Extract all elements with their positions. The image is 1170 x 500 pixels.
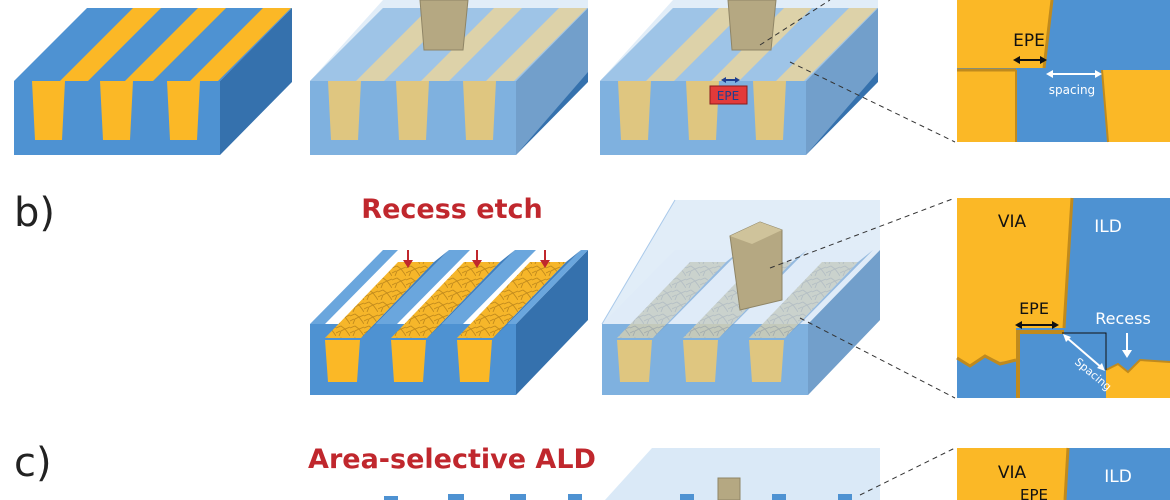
inset-c-via-label: VIA: [998, 463, 1027, 483]
leader-lines-b: [769, 197, 956, 399]
block-a3: EPE: [600, 0, 878, 155]
inset-c-epe-label: EPE: [1020, 486, 1048, 500]
epe-marker-label: EPE: [717, 89, 739, 103]
title-area-selective-ald: Area-selective ALD: [308, 444, 596, 475]
inset-a: EPE spacing: [957, 0, 1170, 143]
block-c2-partial: [605, 448, 880, 500]
leader-lines-a: [759, 0, 956, 143]
panel-label-c: c): [14, 440, 52, 486]
inset-b-ild-label: ILD: [1094, 217, 1122, 237]
panel-label-b: b): [14, 190, 55, 236]
block-c1-partial: [384, 494, 582, 500]
block-a1: [14, 8, 292, 155]
block-b2: [601, 199, 880, 395]
inset-a-spacing-label: spacing: [1049, 83, 1095, 97]
inset-b-recess-label: Recess: [1095, 309, 1151, 328]
title-recess-etch: Recess etch: [361, 194, 542, 225]
block-a2: [310, 0, 588, 155]
block-b1: [310, 250, 588, 395]
inset-c-ild-label: ILD: [1104, 467, 1132, 487]
inset-b-via-label: VIA: [998, 212, 1027, 232]
inset-b: VIA ILD EPE Recess Spacing: [956, 197, 1170, 398]
inset-b-epe-label: EPE: [1019, 299, 1049, 318]
inset-c: VIA ILD EPE: [957, 447, 1170, 500]
inset-a-epe-label: EPE: [1013, 31, 1045, 51]
